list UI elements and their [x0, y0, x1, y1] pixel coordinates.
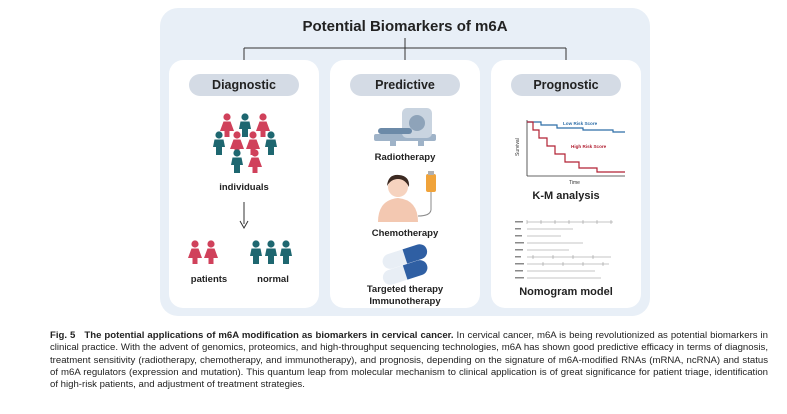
- normal-label: normal: [257, 274, 289, 285]
- chemotherapy-label: Chemotherapy: [371, 228, 439, 239]
- predictive-column: Predictive Radiotherapy Chemotherapy: [330, 60, 480, 308]
- nomogram-label: Nomogram model: [519, 286, 613, 298]
- caption-title: The potential applications of m6A modifi…: [84, 330, 454, 341]
- down-arrow-icon: [239, 202, 249, 230]
- diagnostic-header: Diagnostic: [189, 74, 299, 96]
- nomogram-graphic: [515, 220, 613, 279]
- radiotherapy-machine-icon: [374, 108, 436, 146]
- km-x-axis-label: Time: [569, 180, 580, 186]
- high-risk-label: High Risk Score: [571, 144, 607, 149]
- radiotherapy-label: Radiotherapy: [374, 152, 436, 163]
- km-curve-plot: Survival Time Low Risk Score High Risk S…: [515, 120, 625, 186]
- caption-figure-label: Fig. 5: [50, 330, 76, 341]
- low-risk-label: Low Risk Score: [563, 121, 598, 126]
- patients-label: patients: [190, 274, 228, 285]
- individuals-label: individuals: [219, 182, 269, 193]
- immunotherapy-label: Immunotherapy: [369, 296, 441, 307]
- diagram-title: Potential Biomarkers of m6A: [302, 18, 508, 35]
- low-risk-curve: [527, 121, 625, 133]
- diagnostic-column: Diagnostic individuals patients n: [169, 60, 319, 308]
- prognostic-header: Prognostic: [511, 74, 621, 96]
- patients-icon: [188, 240, 218, 264]
- chemotherapy-patient-icon: [378, 171, 436, 222]
- caption-body: In cervical cancer, m6A is being revolut…: [50, 330, 769, 391]
- high-risk-curve: [527, 121, 625, 173]
- individuals-group-icon: [213, 113, 277, 173]
- km-analysis-label: K-M analysis: [532, 190, 600, 202]
- figure-caption: Fig. 5 The potential applications of m6A…: [50, 330, 768, 391]
- biomarker-panel: Potential Biomarkers of m6A Diagnostic i…: [160, 8, 650, 316]
- km-y-axis-label: Survival: [515, 138, 521, 156]
- normal-group-icon: [250, 240, 292, 264]
- predictive-header: Predictive: [350, 74, 460, 96]
- prognostic-column: Prognostic Survival Time Low Risk Score …: [491, 60, 641, 308]
- capsule-pills-icon: [382, 244, 428, 285]
- targeted-therapy-label: Targeted therapy: [366, 284, 444, 295]
